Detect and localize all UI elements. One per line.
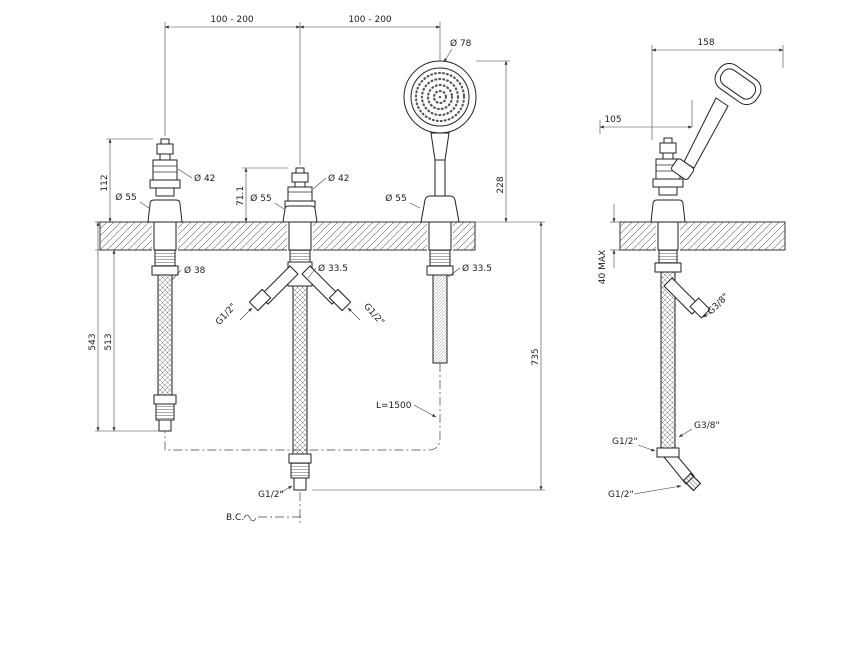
dim-base-dia-left: Ø 55 <box>115 192 136 203</box>
side-view: 158 105 40 MAX G3/8" G3/8" G1/2" G1/2" <box>598 38 786 500</box>
dim-mid-handle-height: 71.1 <box>236 186 246 206</box>
label-hose-length: L=1500 <box>376 401 412 411</box>
dim-span-right: 100 - 200 <box>348 15 392 25</box>
side-deck-section <box>619 221 786 251</box>
label-bc: B.C. <box>226 513 244 523</box>
bottom-outlet <box>243 492 302 524</box>
dim-base-dia-mid: Ø 55 <box>250 193 271 204</box>
side-dimensions <box>599 45 784 495</box>
dim-valve-dia-left: Ø 42 <box>194 173 215 184</box>
label-inlet-upper: G1/2" <box>612 437 638 447</box>
dim-shank-dia-right: Ø 33.5 <box>462 263 492 274</box>
dim-valve-dia-mid: Ø 42 <box>328 173 349 184</box>
label-outlet-bottom: G1/2" <box>258 490 284 500</box>
dim-handle-height: 112 <box>100 174 110 191</box>
dim-deck-max: 40 MAX <box>598 250 608 284</box>
dim-shower-height: 228 <box>496 176 506 193</box>
left-valve <box>147 138 183 432</box>
front-view: 100 - 200 100 - 200 Ø 78 112 Ø 42 Ø 55 7… <box>88 15 545 524</box>
dim-depth-total: 543 <box>88 333 98 350</box>
dim-depth-below: 513 <box>104 333 114 350</box>
label-branch-right: G1/2" <box>361 302 386 328</box>
dim-shank-dia-mid: Ø 33.5 <box>318 263 348 274</box>
dim-span-left: 100 - 200 <box>210 15 254 25</box>
label-branch-upper: G3/8" <box>706 292 731 317</box>
handshower <box>164 60 477 451</box>
side-valve <box>650 137 686 251</box>
dim-side-width: 158 <box>697 38 714 48</box>
side-below-deck <box>654 249 711 492</box>
label-inlet-lower: G1/2" <box>608 490 634 500</box>
label-branch-left: G1/2" <box>214 302 239 328</box>
dim-side-projection: 105 <box>604 115 621 125</box>
label-hose-lower: G3/8" <box>694 421 720 431</box>
front-dimensions <box>95 22 545 494</box>
hose-routing-centerline <box>164 363 441 451</box>
middle-valve <box>248 167 352 491</box>
side-handshower-resting <box>671 62 762 180</box>
dim-overall-height: 735 <box>531 348 541 365</box>
dim-base-dia-right: Ø 55 <box>385 193 406 204</box>
dim-shank-dia-left: Ø 38 <box>184 265 206 276</box>
dim-head-diameter: Ø 78 <box>450 38 472 49</box>
